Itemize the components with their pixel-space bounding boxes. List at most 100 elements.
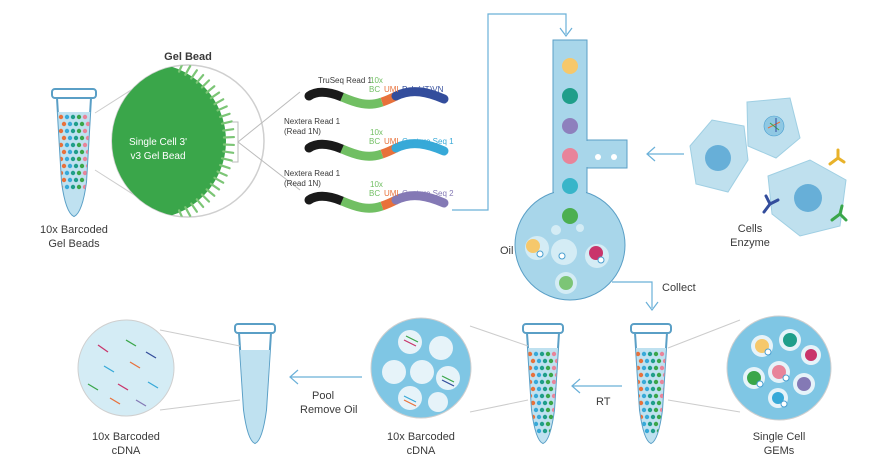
bead-dot <box>653 365 659 371</box>
bead-dot <box>653 407 659 413</box>
tube-bead-dots <box>58 114 91 190</box>
bead-dot <box>650 372 656 378</box>
remove-oil-label: Remove Oil <box>300 404 357 416</box>
bead-dot <box>76 156 82 162</box>
bead-dot <box>533 365 539 371</box>
bead-dot <box>638 400 644 406</box>
cdna-mid-label-line2: cDNA <box>407 445 436 457</box>
bead-dot <box>542 428 548 434</box>
bead-dot <box>61 149 67 155</box>
zoom-line <box>237 91 301 143</box>
bead-dot <box>548 358 554 364</box>
bead-oligo-strand <box>218 163 231 170</box>
bead-dot <box>82 156 88 162</box>
bead-dot <box>539 407 545 413</box>
oligo-bc-label: 10x <box>370 180 383 189</box>
bead-dot <box>635 421 641 427</box>
bead-dot <box>545 365 551 371</box>
oligo-truseq: TruSeq Read 1 10x BC UMI Poly(dT)VN <box>304 76 449 109</box>
bead-oligo-strand <box>205 85 216 94</box>
bead-dot <box>58 156 64 162</box>
bead-dot <box>542 400 548 406</box>
bead-dot <box>653 421 659 427</box>
bead-dot <box>647 365 653 371</box>
channel-bead <box>562 88 578 104</box>
oligo-bc-label: 10x <box>370 128 383 137</box>
oligo-umi-label: UMI <box>384 189 399 198</box>
bead-oligo-strand <box>218 112 231 119</box>
oligo-capture-label: Poly(dT)VN <box>402 85 444 94</box>
bead-dot <box>70 142 76 148</box>
bead-dot <box>650 400 656 406</box>
oligo-read-label: (Read 1N) <box>284 127 321 136</box>
bead-dot <box>641 407 647 413</box>
bead-dot <box>70 128 76 134</box>
cells-and-enzyme <box>689 97 848 237</box>
bead-dot <box>70 184 76 190</box>
oligo-nextera-capture2: Nextera Read 1 (Read 1N) 10x BC UMI Capt… <box>284 169 454 213</box>
bead-dot <box>79 163 85 169</box>
bead-dot <box>61 177 67 183</box>
bead-dot <box>64 128 70 134</box>
bead-dot <box>70 170 76 176</box>
bead-dot <box>58 128 64 134</box>
oligo-capture-label: Capture Seq 2 <box>402 189 454 198</box>
bead-dot <box>533 407 539 413</box>
bead-dot <box>79 135 85 141</box>
oligo-bc-label: 10x <box>370 76 383 85</box>
bead-dot <box>545 393 551 399</box>
cdna-zoom-circle-mid <box>370 317 472 419</box>
bead-dot <box>656 400 662 406</box>
bead-dot <box>644 414 650 420</box>
tube1-label-line2: Gel Beads <box>48 238 100 250</box>
bead-dot <box>662 414 667 420</box>
bead-dot <box>644 428 650 434</box>
bead-dot <box>536 400 542 406</box>
bead-dot <box>659 365 665 371</box>
arrow-head <box>645 301 659 311</box>
bead-dot <box>647 421 653 427</box>
channel-bead <box>562 208 578 224</box>
cell-droplet <box>595 154 601 160</box>
bead-dot <box>67 163 73 169</box>
gems-label-line1: Single Cell <box>753 431 806 443</box>
bead-dot <box>647 379 653 385</box>
bead-dot <box>650 386 656 392</box>
bead-oligo-strand <box>220 120 233 125</box>
bead-dot <box>64 114 70 120</box>
bead-dot <box>82 142 88 148</box>
bead-dot <box>536 358 542 364</box>
bead-oligo-strand <box>216 170 228 177</box>
bead-dot <box>641 393 647 399</box>
bead-dot <box>64 156 70 162</box>
bead-dot <box>539 379 545 385</box>
flow-arrow-collect <box>612 281 653 308</box>
oligo-umi-label: UMI <box>384 137 399 146</box>
flow-arrow-to-chip <box>452 13 567 211</box>
bead-oligo-strand <box>190 202 198 213</box>
bead-dot <box>551 351 557 357</box>
zoom-line <box>159 329 241 347</box>
bead-dot <box>548 386 554 392</box>
oil-label: Oil <box>500 245 513 257</box>
bead-dot <box>73 149 79 155</box>
cdna-tube <box>234 323 276 445</box>
bead-dot <box>656 386 662 392</box>
bead-dot <box>533 351 539 357</box>
gem-tube <box>630 323 672 445</box>
bead-dot <box>536 428 542 434</box>
bead-dot <box>70 156 76 162</box>
gems-label-line2: GEMs <box>764 445 795 457</box>
channel-bead <box>562 118 578 134</box>
cdna-mid-label-line1: 10x Barcoded <box>387 431 455 443</box>
bead-dot <box>530 358 536 364</box>
bead-dot <box>545 407 551 413</box>
bead-oligo-strand <box>213 176 225 184</box>
cells-label: Cells <box>738 223 763 235</box>
bead-dot <box>653 379 659 385</box>
bead-dot <box>79 177 85 183</box>
gel-bead: Single Cell 3' v3 Gel Bead <box>111 64 265 218</box>
pool-label: Pool <box>312 390 334 402</box>
bead-oligo-strand <box>222 128 235 132</box>
